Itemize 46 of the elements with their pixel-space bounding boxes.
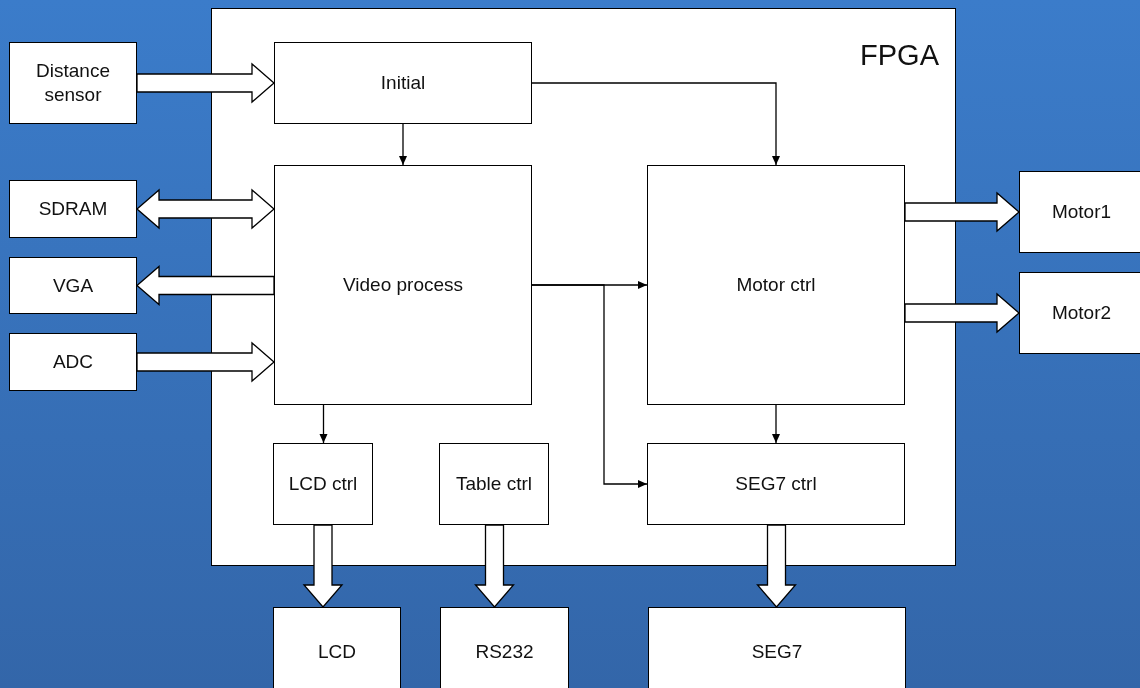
block-label: Video process xyxy=(342,273,464,297)
block-arrow xyxy=(136,62,275,104)
block-box xyxy=(647,165,905,405)
block-label: SEG7 xyxy=(751,640,803,664)
arrow xyxy=(319,404,328,444)
block-box xyxy=(273,443,373,525)
block-label: Table ctrl xyxy=(456,472,532,496)
block-box xyxy=(647,443,905,525)
block-label: RS232 xyxy=(475,640,534,664)
block-label: Motor1 xyxy=(1051,200,1112,224)
block-box xyxy=(273,607,401,688)
block-box xyxy=(274,165,532,405)
block-box xyxy=(1019,171,1140,253)
block-arrow xyxy=(136,265,275,306)
block-arrow xyxy=(302,524,344,608)
block-label: SDRAM xyxy=(38,197,108,221)
block-label: Initial xyxy=(380,71,426,95)
block-box xyxy=(9,42,137,124)
arrow xyxy=(772,404,780,444)
block-box xyxy=(9,257,137,314)
block-label: Motor ctrl xyxy=(736,273,816,297)
block-box xyxy=(439,443,549,525)
block-label: ADC xyxy=(52,350,94,374)
block-label: LCD ctrl xyxy=(288,472,358,496)
block-label: VGA xyxy=(52,273,94,298)
block-box xyxy=(274,42,532,124)
arrow xyxy=(531,284,648,488)
block-arrow xyxy=(136,188,275,230)
block-box xyxy=(648,607,906,688)
block-box xyxy=(9,333,137,391)
block-arrow xyxy=(756,524,797,608)
arrow xyxy=(531,82,780,166)
block-box xyxy=(9,180,137,238)
container-title: FPGA xyxy=(860,38,939,73)
block-label: SEG7 ctrl xyxy=(735,472,817,496)
block-arrow xyxy=(474,524,515,608)
chip-container xyxy=(211,8,956,566)
block-arrow xyxy=(904,191,1020,233)
block-arrow xyxy=(136,341,275,383)
block-box xyxy=(440,607,569,688)
block-label: Distance sensor xyxy=(35,59,111,107)
block-label: Motor2 xyxy=(1051,301,1112,325)
arrow xyxy=(399,123,407,166)
block-arrow xyxy=(904,292,1020,334)
block-box xyxy=(1019,272,1140,354)
block-label: LCD xyxy=(318,640,356,664)
